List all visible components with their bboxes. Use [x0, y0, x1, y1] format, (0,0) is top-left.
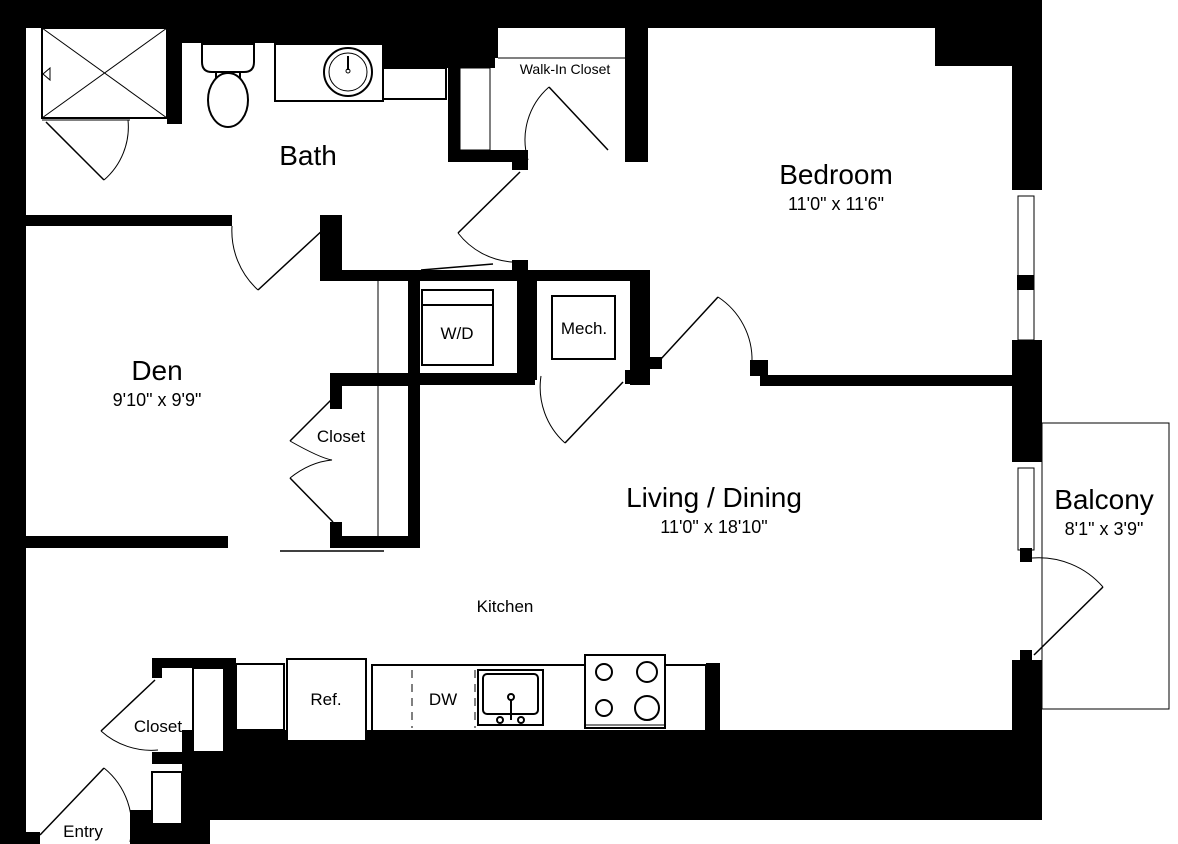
- window-bedroom: [1017, 195, 1035, 341]
- wall-wic-right: [625, 28, 648, 162]
- wall-wic-top-left: [460, 28, 498, 58]
- living-dining-dimensions: 11'0" x 18'10": [660, 517, 768, 537]
- wall-laundry-left: [408, 270, 420, 380]
- wall-shower-right: [167, 28, 182, 124]
- bedroom-name: Bedroom: [779, 159, 893, 190]
- vanity-extension: [382, 67, 447, 100]
- wall-den-closet-top: [330, 375, 410, 386]
- living-dining-name: Living / Dining: [626, 482, 802, 513]
- door-jamb-balcony-bottom: [1020, 650, 1032, 664]
- den-name: Den: [131, 355, 183, 386]
- wall-right-lower: [1012, 660, 1042, 730]
- door-jamb-balcony-top: [1020, 548, 1032, 562]
- room-label-wd: W/D: [440, 324, 474, 343]
- room-label-kitchen: Kitchen: [476, 597, 534, 616]
- washer-dryer: [421, 289, 494, 366]
- wall-den-closet-left-top: [330, 375, 342, 409]
- den-dimensions: 9'10" x 9'9": [112, 390, 202, 410]
- room-label-mech: Mech.: [560, 319, 608, 338]
- wall-entry-closet-top: [152, 658, 234, 668]
- appliance-label-dishwasher: DW: [428, 690, 458, 709]
- wall-bottom-kitchen: [200, 730, 1042, 820]
- entry-side-cabinet: [151, 771, 183, 825]
- balcony-name: Balcony: [1054, 484, 1154, 515]
- balcony-outline: [1041, 422, 1170, 710]
- wall-wic-bottom-left: [448, 150, 528, 162]
- kitchen-sink-icon: [477, 669, 544, 726]
- wall-mech-right: [630, 270, 650, 385]
- room-label-balcony: Balcony 8'1" x 3'9": [1054, 484, 1154, 539]
- wall-top: [0, 0, 1042, 28]
- wall-laundry-right: [517, 270, 537, 380]
- wall-right-mid: [1012, 340, 1042, 462]
- room-label-bedroom: Bedroom 11'0" x 11'6": [779, 159, 893, 214]
- wall-den-bottom: [26, 536, 228, 548]
- sink-icon: [323, 47, 373, 97]
- room-label-walk-in-closet: Walk-In Closet: [519, 61, 611, 77]
- counter-left: [235, 663, 285, 731]
- cooktop-icon: [584, 654, 666, 729]
- wall-right-upper: [1012, 0, 1042, 190]
- wall-den-closet-bottom: [330, 536, 420, 548]
- room-label-bath: Bath: [279, 140, 337, 171]
- appliance-label-refrigerator: Ref.: [310, 690, 342, 709]
- bedroom-dimensions: 11'0" x 11'6": [787, 194, 885, 214]
- wall-wic-left: [448, 68, 460, 161]
- wall-right-mullion: [1017, 275, 1034, 290]
- mech-unit: [551, 295, 616, 360]
- counter-end-wall: [706, 663, 720, 733]
- wall-bath-bottom: [26, 215, 232, 226]
- balcony-dimensions: 8'1" x 3'9": [1064, 519, 1144, 539]
- room-label-den-closet: Closet: [316, 427, 366, 446]
- wall-den-closet-right: [408, 375, 420, 548]
- wic-shelf: [459, 67, 491, 151]
- refrigerator: [286, 658, 367, 742]
- room-label-entry-closet: Closet: [133, 717, 183, 736]
- wall-bedroom-bottom: [760, 375, 1012, 386]
- wall-bath-bottom-right: [320, 215, 342, 273]
- window-living: [1017, 467, 1035, 551]
- wall-bottom-left: [0, 832, 40, 844]
- room-label-entry: Entry: [63, 822, 103, 841]
- entry-closet-shelf: [192, 667, 225, 753]
- wall-left: [0, 0, 26, 844]
- wall-laundry-top: [320, 270, 650, 281]
- room-label-den: Den 9'10" x 9'9": [112, 355, 202, 410]
- room-label-living-dining: Living / Dining 11'0" x 18'10": [626, 482, 802, 537]
- toilet-icon: [201, 43, 255, 128]
